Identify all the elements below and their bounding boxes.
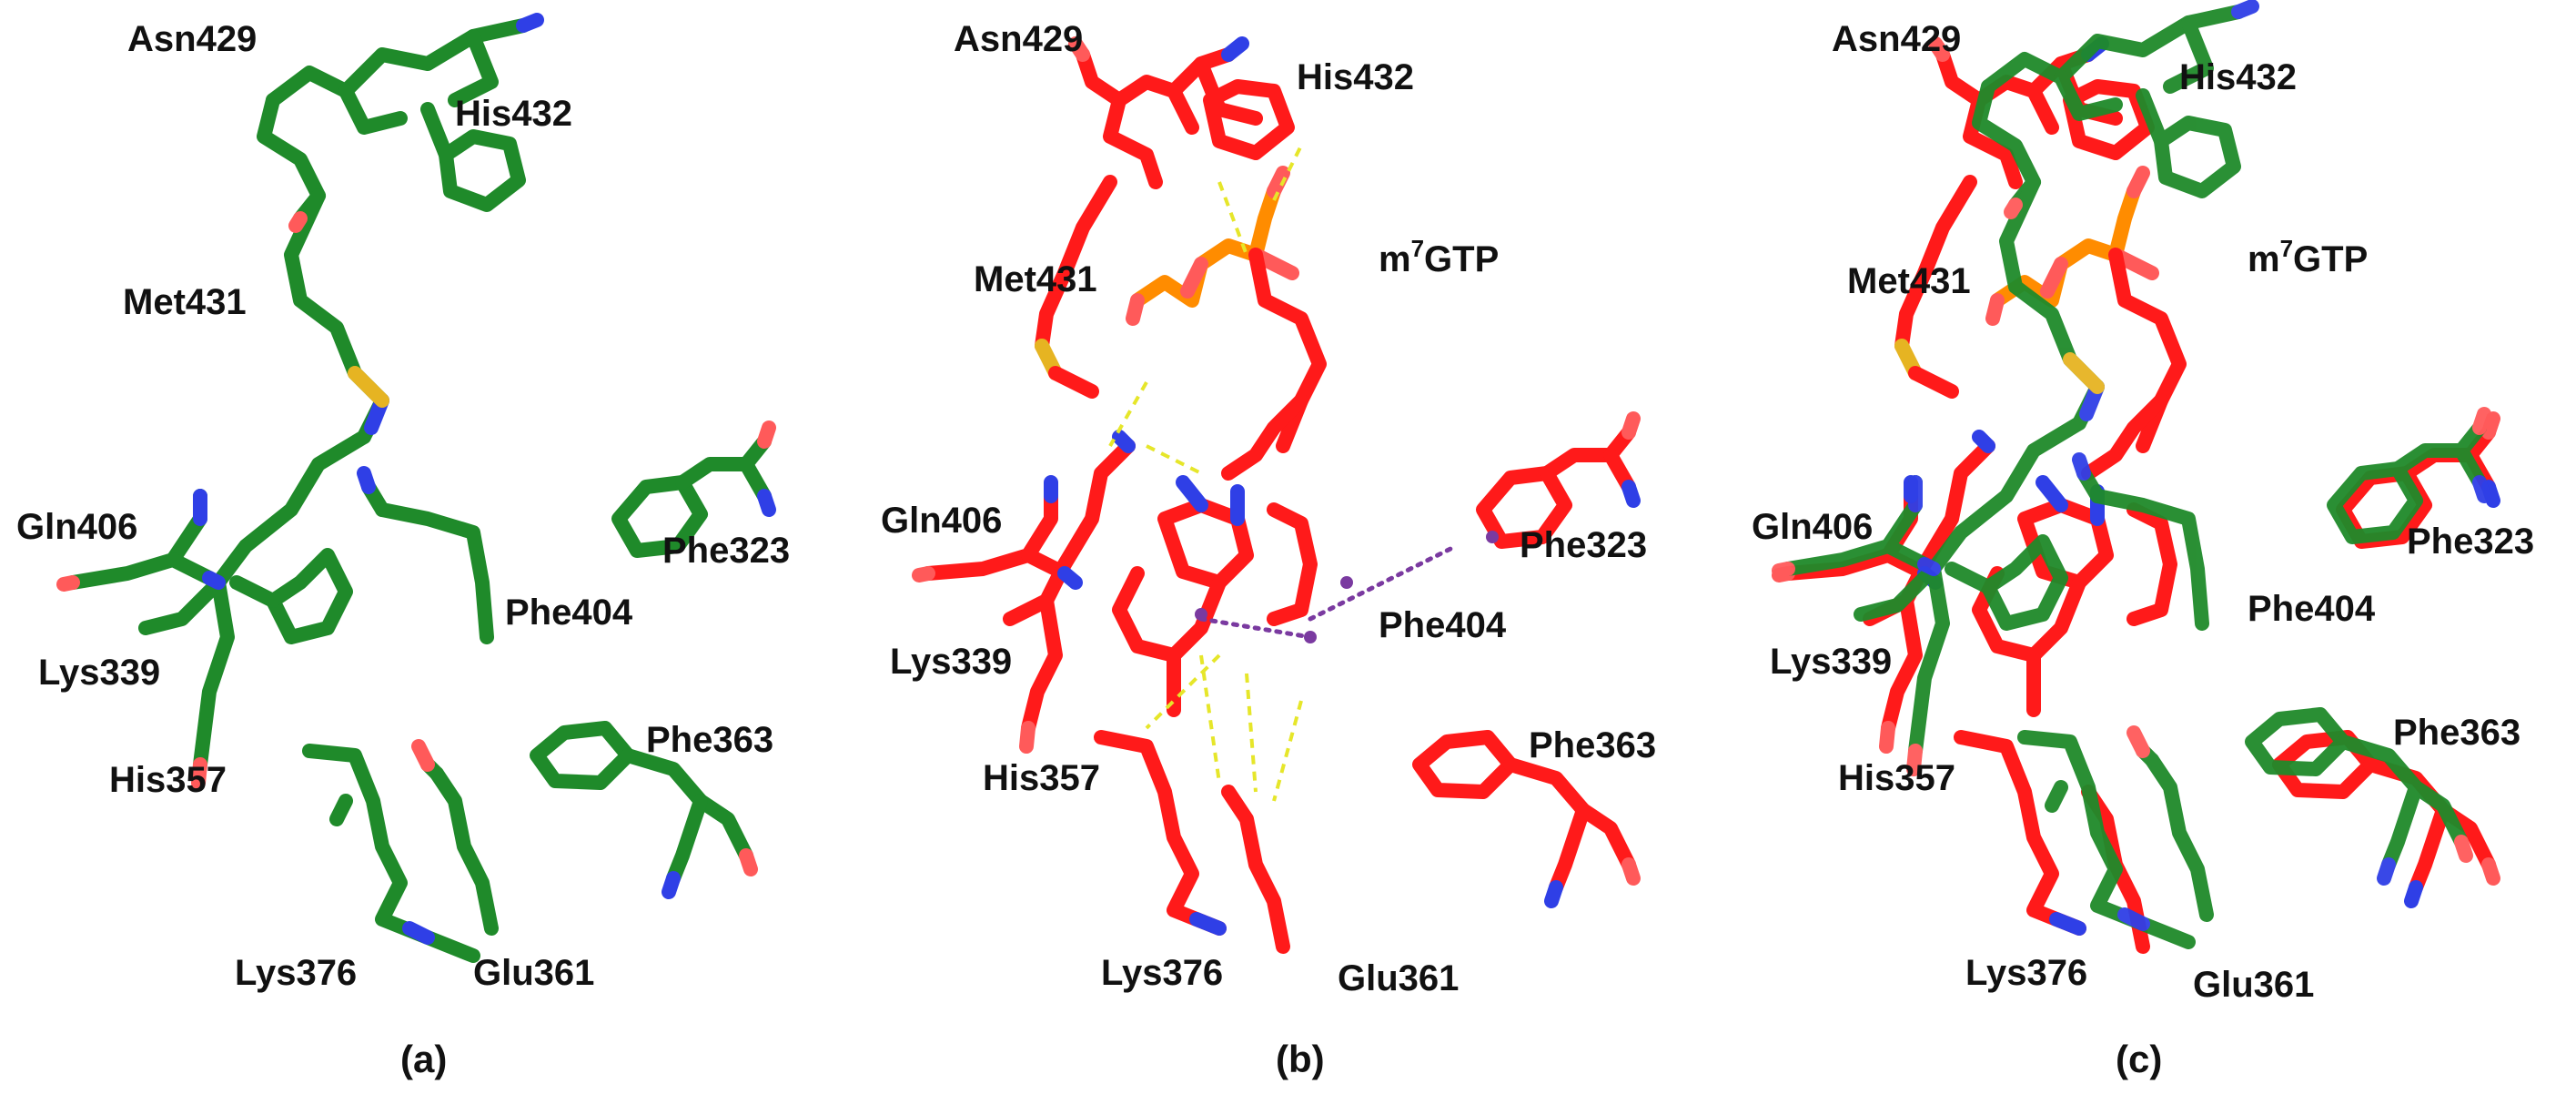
label-glu361: Glu361 — [1338, 958, 1459, 998]
label-his357: His357 — [109, 760, 227, 800]
panel-a: Asn429 His432 Met431 Gln406 Phe323 Phe40… — [16, 19, 790, 1080]
caption-a: (a) — [400, 1038, 447, 1080]
pi-centroid — [1340, 576, 1353, 589]
pi-centroid — [1486, 531, 1499, 543]
panel-b: Asn429 His432 Met431 m7GTP Gln406 Phe323… — [881, 19, 1656, 1080]
hbond-line — [1245, 673, 1258, 793]
label-his432: His432 — [455, 94, 572, 134]
label-lys339: Lys339 — [890, 642, 1012, 682]
label-ligand: m7GTP — [2248, 235, 2368, 279]
label-lys339: Lys339 — [38, 653, 160, 693]
label-gln406: Gln406 — [1752, 507, 1873, 547]
label-phe404: Phe404 — [505, 593, 633, 633]
label-lys376: Lys376 — [1965, 953, 2087, 993]
hbond-line — [1272, 700, 1303, 802]
hbond-line — [1199, 654, 1221, 784]
label-lys376: Lys376 — [235, 953, 357, 993]
panel-a-structure — [64, 20, 769, 956]
label-his357: His357 — [983, 758, 1100, 798]
label-his432: His432 — [2179, 57, 2297, 97]
label-phe363: Phe363 — [1529, 725, 1656, 765]
label-phe363: Phe363 — [646, 720, 773, 760]
label-ligand: m7GTP — [1379, 235, 1499, 279]
caption-b: (b) — [1276, 1038, 1325, 1080]
hbond-line — [1272, 145, 1303, 201]
label-asn429: Asn429 — [127, 19, 257, 59]
pi-interaction-line — [1308, 543, 1459, 622]
pi-interaction-line — [1198, 616, 1313, 640]
label-met431: Met431 — [974, 259, 1097, 299]
label-phe323: Phe323 — [2407, 522, 2534, 562]
label-asn429: Asn429 — [954, 19, 1083, 59]
label-gln406: Gln406 — [881, 501, 1002, 541]
pi-centroid — [1195, 608, 1207, 621]
panel-c-holo-structure — [1779, 44, 2493, 947]
label-phe323: Phe323 — [662, 531, 790, 571]
label-glu361: Glu361 — [2193, 965, 2314, 1005]
label-phe404: Phe404 — [1379, 605, 1507, 645]
label-phe323: Phe323 — [1520, 525, 1647, 565]
hbond-line — [1108, 381, 1148, 447]
pi-centroid — [1304, 631, 1317, 643]
panel-c: Asn429 His432 Met431 m7GTP Gln406 Phe323… — [1752, 6, 2534, 1080]
label-lys376: Lys376 — [1101, 953, 1223, 993]
label-met431: Met431 — [123, 282, 247, 322]
label-gln406: Gln406 — [16, 507, 137, 547]
label-phe363: Phe363 — [2393, 713, 2520, 753]
label-asn429: Asn429 — [1832, 19, 1961, 59]
hbond-line — [1217, 181, 1248, 256]
label-glu361: Glu361 — [473, 953, 594, 993]
panel-b-structure — [919, 44, 1633, 947]
hbond-line — [1146, 444, 1202, 475]
hbond-line — [1145, 653, 1221, 730]
label-lys339: Lys339 — [1770, 642, 1892, 682]
caption-c: (c) — [2116, 1038, 2162, 1080]
label-phe404: Phe404 — [2248, 589, 2376, 629]
label-his432: His432 — [1297, 57, 1414, 97]
label-met431: Met431 — [1847, 261, 1971, 301]
label-his357: His357 — [1838, 758, 1955, 798]
